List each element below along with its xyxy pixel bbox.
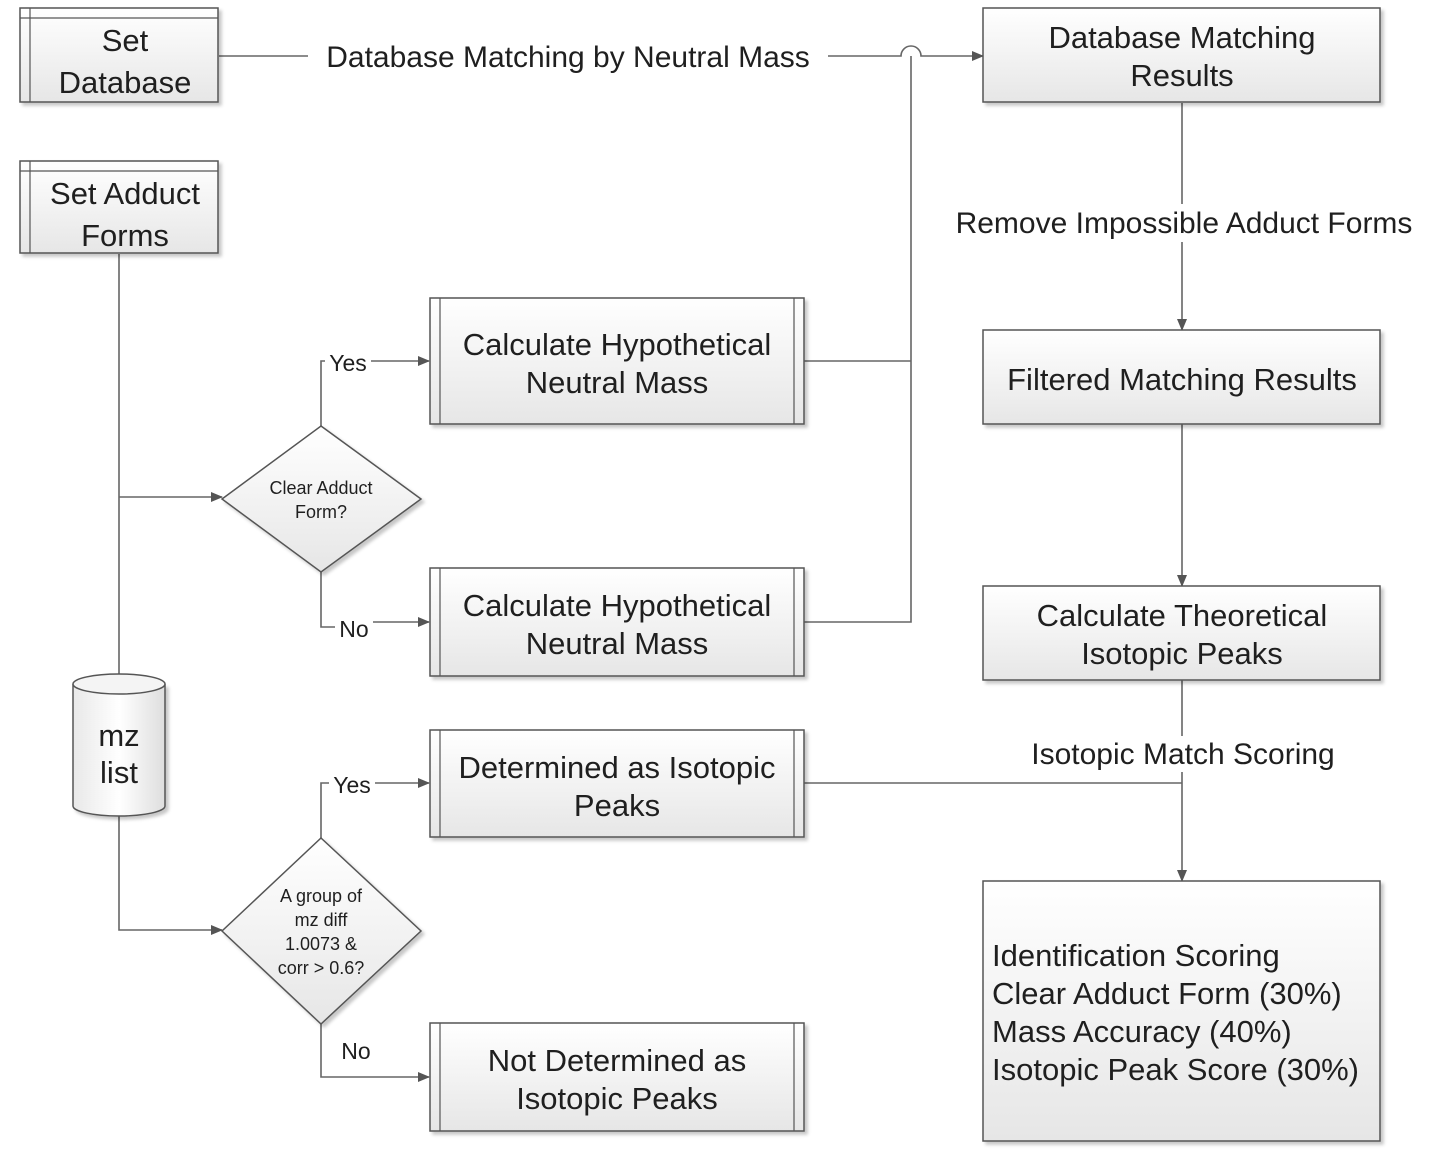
decision-adduct-label-2: Form? [295, 502, 347, 522]
set-adduct-forms-node: Set Adduct Forms [19, 160, 219, 254]
identification-scoring-node: Identification Scoring Clear Adduct Form… [982, 880, 1381, 1142]
set-database-node: Set Database [19, 7, 219, 103]
db-results-label-1: Database Matching [1048, 20, 1315, 55]
edge-label-isotopic-no: No [341, 1038, 370, 1064]
mz-list-label-2: list [100, 755, 138, 790]
edge-label-remove-impossible: Remove Impossible Adduct Forms [938, 204, 1430, 242]
isotopic-no-label-1: Not Determined as [488, 1043, 746, 1078]
edge-adduct-yes [320, 356, 430, 426]
decision-isotopic-label-1: A group of [280, 886, 363, 906]
decision-isotopic-label-2: mz diff [295, 910, 349, 930]
set-database-label-2: Database [59, 65, 192, 100]
edge-db-matching [219, 45, 984, 61]
mz-list-label-1: mz [98, 718, 139, 753]
calc-neutral-no-label-2: Neutral Mass [526, 626, 709, 661]
edge-label-remove-impossible-text: Remove Impossible Adduct Forms [956, 207, 1413, 240]
filtered-results-node: Filtered Matching Results [982, 329, 1381, 425]
edge-label-isotopic-yes-text: Yes [333, 772, 371, 798]
decision-isotopic-label-4: corr > 0.6? [278, 958, 365, 978]
set-adduct-forms-label-2: Forms [81, 218, 169, 253]
edge-isotopic-no [320, 1024, 430, 1082]
identification-scoring-label-1: Identification Scoring [992, 938, 1280, 973]
theoretical-peaks-node: Calculate Theoretical Isotopic Peaks [982, 585, 1381, 681]
identification-scoring-label-3: Mass Accuracy (40%) [992, 1014, 1292, 1049]
isotopic-yes-label-1: Determined as Isotopic [458, 750, 775, 785]
decision-adduct-node: Clear Adduct Form? [220, 425, 423, 573]
edge-label-isotopic-yes: Yes [329, 772, 375, 798]
decision-isotopic-label-3: 1.0073 & [285, 934, 357, 954]
set-database-label-1: Set [102, 23, 149, 58]
filtered-results-label: Filtered Matching Results [1007, 362, 1357, 397]
edge-label-isotopic-match: Isotopic Match Scoring [1018, 736, 1348, 772]
db-results-node: Database Matching Results [982, 7, 1381, 103]
edge-calc-no-to-bus [804, 56, 912, 623]
isotopic-yes-label-2: Peaks [574, 788, 660, 823]
edge-label-isotopic-match-text: Isotopic Match Scoring [1031, 738, 1334, 771]
calc-neutral-no-node: Calculate Hypothetical Neutral Mass [429, 567, 805, 677]
set-adduct-forms-label-1: Set Adduct [50, 176, 200, 211]
edge-label-adduct-yes: Yes [325, 350, 371, 376]
edge-label-db-matching: Database Matching by Neutral Mass [308, 38, 828, 74]
isotopic-yes-node: Determined as Isotopic Peaks [429, 729, 805, 838]
mz-list-node: mz list [72, 673, 166, 817]
identification-scoring-label-4: Isotopic Peak Score (30%) [992, 1052, 1359, 1087]
edge-label-adduct-no: No [335, 616, 373, 642]
edge-label-isotopic-no-text: No [341, 1038, 370, 1064]
edge-label-db-matching-text: Database Matching by Neutral Mass [326, 41, 810, 74]
decision-isotopic-node: A group of mz diff 1.0073 & corr > 0.6? [220, 836, 423, 1026]
edge-isotopic-yes [320, 778, 430, 838]
edge-label-adduct-yes-text: Yes [329, 350, 367, 376]
calc-neutral-yes-node: Calculate Hypothetical Neutral Mass [429, 297, 805, 425]
edge-mzlist-to-decision [118, 816, 223, 935]
isotopic-no-label-2: Isotopic Peaks [516, 1081, 718, 1116]
identification-scoring-label-2: Clear Adduct Form (30%) [992, 976, 1342, 1011]
theoretical-peaks-label-1: Calculate Theoretical [1037, 598, 1328, 633]
calc-neutral-no-label-1: Calculate Hypothetical [463, 588, 771, 623]
theoretical-peaks-label-2: Isotopic Peaks [1081, 636, 1283, 671]
isotopic-no-node: Not Determined as Isotopic Peaks [429, 1022, 805, 1132]
decision-adduct-label-1: Clear Adduct [269, 478, 372, 498]
calc-neutral-yes-label-1: Calculate Hypothetical [463, 327, 771, 362]
db-results-label-2: Results [1130, 58, 1233, 93]
calc-neutral-yes-label-2: Neutral Mass [526, 365, 709, 400]
edge-label-adduct-no-text: No [339, 616, 368, 642]
